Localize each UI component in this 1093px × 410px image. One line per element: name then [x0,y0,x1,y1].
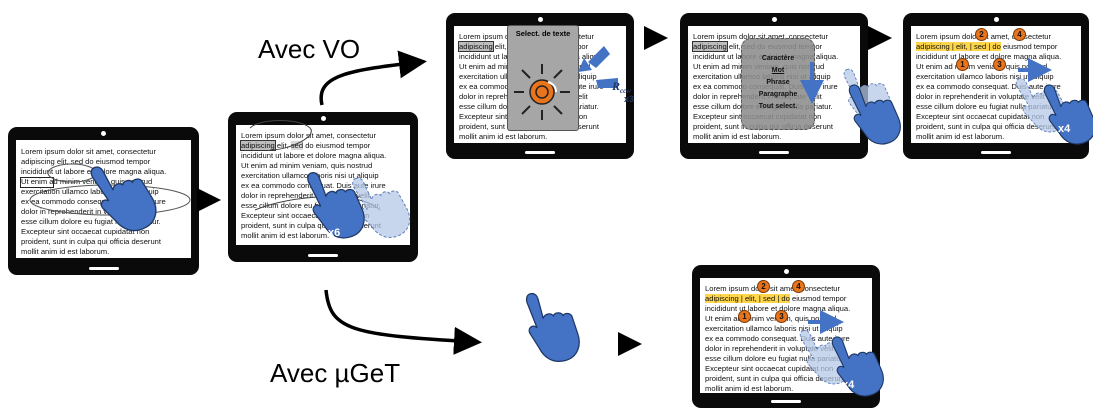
tap-count-label: x6 [328,227,340,239]
marker-3: 3 [993,58,1006,71]
marker-1: 1 [738,310,751,323]
text-line: Ut enim ad minim veniam, quis nostrud [705,313,837,323]
text-line: incididunt ut labore et dolore magna ali… [916,51,1062,61]
swipe-count-label: x4 [842,379,855,391]
tablet-home-button [981,151,1011,154]
rotate-ccw-arrows [578,46,618,88]
tablet-mget-result: Lorem ipsum dolor sit amet, consectetur … [692,265,880,408]
tablet-start: Lorem ipsum dolor sit amet, consectetur … [8,127,199,275]
rotor-panel: Select. de texte [507,25,579,131]
text-line: adipiscing elit, sed do eiusmod tempor [21,156,151,166]
menu-item-phrase[interactable]: Phrase [766,79,790,86]
tablet-vo-result: Lorem ipsum dolor sit amet, consectetur … [903,13,1089,159]
text-line: Lorem ipsum dolor sit amet, consectetur [693,32,829,41]
marker-2: 2 [975,28,988,41]
text-line: mollit anim id est laborum. [705,383,794,393]
tablet-home-button [88,267,119,270]
tablet-camera [101,131,106,136]
text-line: Ut enim ad minim veniam, quis nostrud [916,61,1048,71]
text-line: proident, sunt in culpa qui officia dese… [705,373,846,383]
text-line: mollit anim id est laborum. [459,131,548,141]
text-line: Excepteur sint occaecat cupidatat non [916,111,1045,121]
text-line: exercitation ullamco laboris nisi ut ali… [21,186,159,196]
branch-arrow-vo [319,50,427,106]
text-line: adipiscing | elit, | sed | do eiusmod te… [916,41,1058,51]
text-line: dolor in reprehenderit in voluptate veli… [241,190,370,200]
tablet-camera [783,269,789,274]
caption-avec-mget: Avec µGeT [270,358,401,388]
marker-2: 2 [757,280,770,293]
tablet-camera [771,17,777,22]
text-line: ex ea commodo consequat. Duis aute irure [916,81,1061,91]
tablet-camera [993,17,999,22]
text-line: proident, sunt in culpa qui officia dese… [916,121,1057,131]
text-line: Lorem ipsum dolor sit amet, consectetur [705,284,841,293]
text-line: proident, sunt in culpa qui officia dese… [21,236,162,246]
tablet-camera [537,17,543,22]
rotor-count-label: x3 [624,94,634,104]
tablet-home-button [308,254,338,257]
text-line: esse cillum dolore eu fugiat nulla paria… [705,353,845,363]
rotor-panel-title: Select. de texte [515,29,571,38]
word-focus-box [20,177,54,188]
marker-4: 4 [1013,28,1026,41]
highlighted-selection: adipiscing | elit, | sed | do [705,293,790,303]
tablet-home-button [771,400,801,403]
marker-1: 1 [956,58,969,71]
branch-arrow-mget [324,289,482,355]
text-line: ex ea commodo consequat. Duis aute irure [21,196,166,206]
text-line: Ut enim ad minim veniam, quis nostrud [21,176,153,186]
text-line: dolor in reprehenderit in voluptate veli… [705,343,834,353]
text-line: exercitation ullamco laboris nisi ut ali… [916,71,1054,81]
text-line: dolor in reprehenderit in voluptate veli… [916,91,1045,101]
text-line: Lorem ipsum dolor sit amet, consectetur [21,147,157,156]
text-line: exercitation ullamco laboris nisi ut ali… [705,323,843,333]
text-line: adipiscing | elit, | sed | do eiusmod te… [705,293,847,303]
tablet-home-button [525,151,555,154]
text-line: mollit anim id est laborum. [916,131,1005,141]
selected-word-box: adipiscing [692,40,728,52]
text-line: Excepteur sint occaecat cupidatat non [241,210,370,220]
text-line: Excepteur sint occaecat cupidatat non [705,363,834,373]
text-line: mollit anim id est laborum. [21,246,110,256]
swipe-count-label: x4 [1058,123,1071,135]
text-line: esse cillum dolore eu fugiat nulla paria… [916,101,1056,111]
menu-item-caractere[interactable]: Caractère [761,55,795,62]
hand-icon [83,149,164,242]
highlighted-selection: adipiscing | elit, | sed | do [916,41,1001,51]
tablet-camera [320,116,326,121]
marker-3: 3 [775,310,788,323]
menu-item-paragraphe[interactable]: Paragraphe [758,91,798,98]
text-line: Ut enim ad minim veniam, quis nostrud [241,160,373,170]
rotor-dial [514,64,570,120]
menu-item-tout-select[interactable]: Tout select. [758,103,798,110]
text-line: Excepteur sint occaecat cupidatat non [21,226,150,236]
selected-word-box: adipiscing [458,40,494,52]
text-line: incididunt ut labore et dolore magna ali… [705,303,851,313]
text-line: proident, sunt in culpa qui officia dese… [241,220,382,230]
text-line: mollit anim id est laborum. [241,230,330,240]
text-line: ex ea commodo consequat. Duis aute irure [705,333,850,343]
text-line: adipiscing elit, sed do eiusmod tempor [240,139,371,151]
selected-word-box: adipiscing [240,139,276,151]
caption-avec-vo: Avec VO [258,34,361,64]
tablet-home-button [759,151,789,154]
text-line: mollit anim id est laborum. [693,131,782,141]
menu-item-mot[interactable]: Mot [771,67,785,74]
text-line: esse cillum dolore eu fugiat nulla paria… [21,216,161,226]
marker-4: 4 [792,280,805,293]
text-line: incididunt ut labore et dolore magna ali… [241,150,387,160]
hand-icon [519,283,585,369]
text-line: esse cillum dolore eu fugiat nulla paria… [241,200,381,210]
rotor-gesture-label: Rccw [611,79,631,95]
text-line: dolor in reprehenderit in voluptate veli… [21,206,150,216]
text-line: Lorem ipsum dolor sit amet, consectetur [241,131,377,140]
tablet-screen: Lorem ipsum dolor sit amet, consectetur … [700,278,872,393]
